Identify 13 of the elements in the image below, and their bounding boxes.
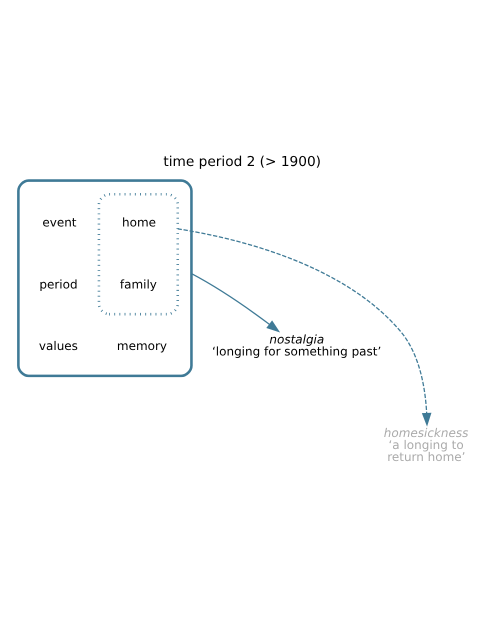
node-text: homesickness ‘a longing to return home’ [384,426,468,464]
node-text: family [120,277,157,292]
node-text: home [122,216,156,230]
arrow [191,273,280,333]
arrow [178,228,432,427]
cluster [17,179,193,378]
diagram-title: time period 2 (> 1900) [163,154,322,170]
node-text: event [42,216,77,230]
cluster [98,192,180,316]
node-text: nostalgia ‘longing for something past’ [212,332,382,359]
node-text: values [38,338,78,353]
node-text: memory [116,338,167,353]
node-text: period [39,277,78,292]
